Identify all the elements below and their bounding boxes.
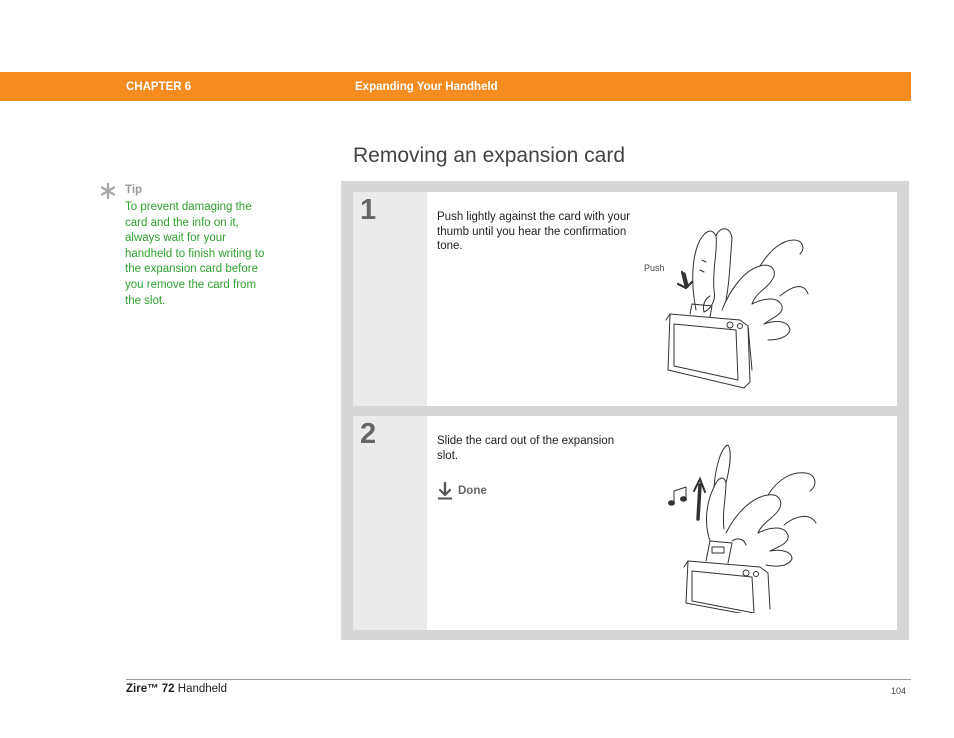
chapter-title: Expanding Your Handheld — [355, 81, 498, 93]
done-arrow-icon — [438, 482, 452, 500]
hand-removing-card-icon — [668, 444, 817, 613]
step-text: Push lightly against the card with your … — [437, 211, 631, 253]
step-number-column: 2 — [353, 416, 427, 630]
asterisk-icon — [100, 182, 116, 200]
footer-divider — [126, 679, 911, 680]
step-1: 1 Push lightly against the card with you… — [353, 192, 897, 406]
chapter-header-bar: CHAPTER 6 Expanding Your Handheld — [0, 72, 911, 101]
step-number: 2 — [360, 418, 377, 450]
hand-pushing-card-icon — [665, 228, 809, 389]
step-content: Push lightly against the card with your … — [427, 192, 897, 406]
step-content: Slide the card out of the expansion slot… — [427, 416, 897, 630]
step-number: 1 — [360, 194, 377, 226]
page-number: 104 — [891, 686, 907, 696]
footer-product-name: Zire™ 72 — [126, 683, 175, 695]
footer-product-suffix: Handheld — [174, 683, 228, 695]
tip-label: Tip — [125, 184, 143, 196]
footer-product: Zire™ 72 Handheld — [126, 683, 227, 695]
step-text: Slide the card out of the expansion slot… — [437, 435, 615, 462]
done-label: Done — [458, 485, 487, 497]
page-title: Removing an expansion card — [353, 144, 625, 167]
step-number-column: 1 — [353, 192, 427, 406]
step-2: 2 Slide the card out of the expansion sl… — [353, 416, 897, 630]
chapter-number: CHAPTER 6 — [126, 81, 192, 93]
push-callout: Push — [644, 263, 665, 273]
steps-box: 1 Push lightly against the card with you… — [341, 181, 909, 640]
tip-text: To prevent damaging the card and the inf… — [125, 201, 265, 307]
